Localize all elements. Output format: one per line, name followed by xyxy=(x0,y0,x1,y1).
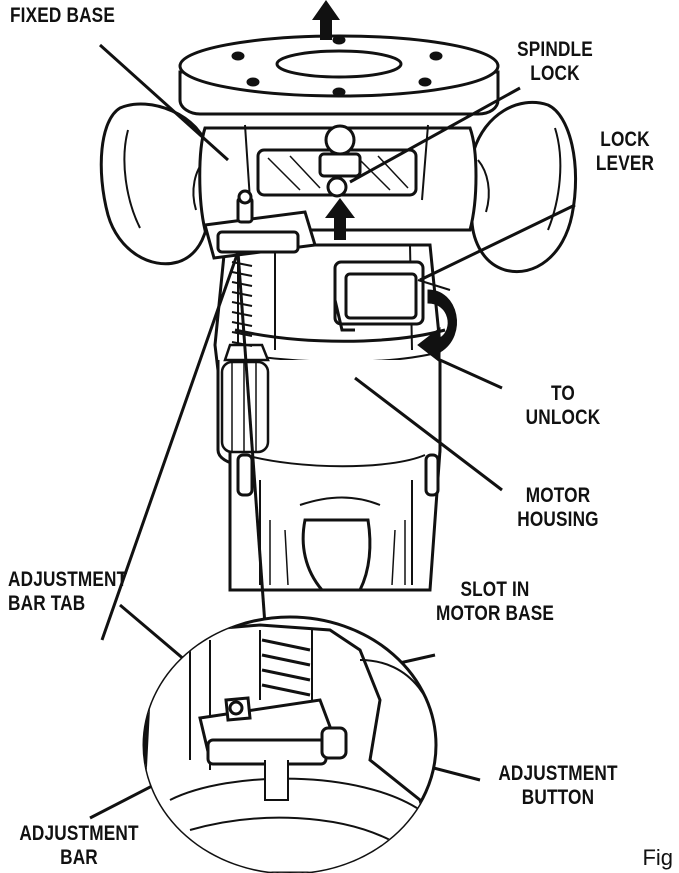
label-line: TO xyxy=(551,382,575,405)
label-line: ADJUSTMENT xyxy=(498,762,618,785)
label-line: HOUSING xyxy=(517,508,599,531)
label-line: LOCK xyxy=(600,128,650,151)
label-line: MOTOR xyxy=(525,484,591,507)
label-adjustment-bar-tab: ADJUSTMENT BAR TAB xyxy=(8,568,127,616)
lock-lever xyxy=(333,260,425,332)
label-line: SLOT IN xyxy=(460,578,530,601)
label-line: BAR TAB xyxy=(8,592,86,615)
label-motor-housing: MOTOR HOUSING xyxy=(509,484,607,532)
label-line: LEVER xyxy=(595,152,655,175)
upper-body xyxy=(198,124,478,232)
right-handle xyxy=(470,100,578,273)
rotate-arrow-icon xyxy=(417,279,457,364)
label-adjustment-button: ADJUSTMENT BUTTON xyxy=(492,762,623,810)
arrow-up-icon xyxy=(325,198,355,240)
depth-knob xyxy=(220,343,270,454)
label-line: SPINDLE xyxy=(517,38,593,61)
fixed-base-plate xyxy=(178,34,500,116)
label-spindle-lock: SPINDLE LOCK xyxy=(510,38,600,86)
figure-label: Fig xyxy=(642,845,673,870)
label-adjustment-bar: ADJUSTMENT BAR xyxy=(18,822,141,870)
magnified-view xyxy=(142,615,438,873)
label-line: ADJUSTMENT xyxy=(19,822,139,845)
label-to-unlock: TO UNLOCK xyxy=(518,382,608,430)
arrow-up-icon xyxy=(312,0,340,40)
label-line: ADJUSTMENT xyxy=(8,568,128,591)
label-line: BAR xyxy=(60,846,98,869)
label-fixed-base: FIXED BASE xyxy=(10,4,115,28)
label-line: FIXED BASE xyxy=(10,4,115,27)
label-line: BUTTON xyxy=(521,786,595,809)
label-lock-lever: LOCK LEVER xyxy=(588,128,662,176)
label-line: LOCK xyxy=(530,62,580,85)
left-handle xyxy=(99,102,210,266)
label-line: UNLOCK xyxy=(525,406,601,429)
label-line: MOTOR BASE xyxy=(435,602,555,625)
label-slot-in-motor-base: SLOT IN MOTOR BASE xyxy=(434,578,557,626)
